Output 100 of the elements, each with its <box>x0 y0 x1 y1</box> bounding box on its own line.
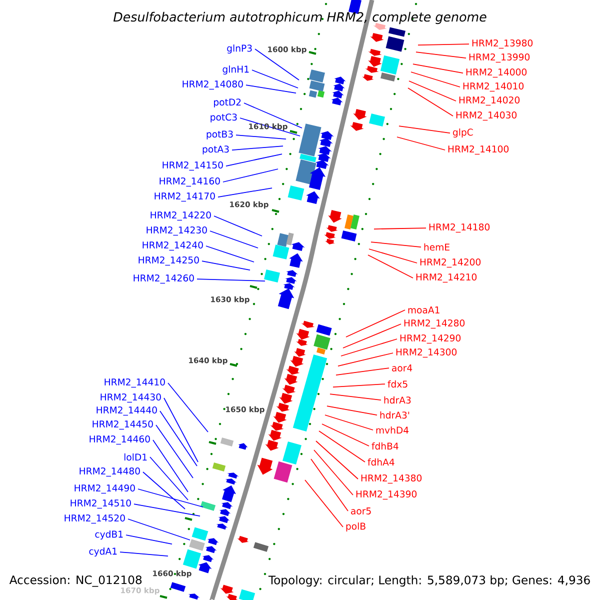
leader-line <box>342 324 402 348</box>
leader-line <box>128 518 190 540</box>
gene-label: hdrA3' <box>380 411 410 419</box>
gene-label: polB <box>346 522 366 532</box>
gene-label: HRM2_14020 <box>459 96 520 106</box>
leader-line <box>330 394 382 400</box>
gene-label: hemE <box>424 243 450 251</box>
leader-line <box>368 254 414 278</box>
gene-label: HRM2_14430 <box>100 393 161 403</box>
leader-line <box>314 450 354 496</box>
gene-label: HRM2_14410 <box>104 378 165 388</box>
gene-label: HRM2_14380 <box>361 474 422 484</box>
leader-line <box>236 134 286 140</box>
gene-label: HRM2_14200 <box>420 258 481 268</box>
leader-line <box>322 424 370 446</box>
leader-line <box>226 154 282 166</box>
leader-line <box>218 188 272 198</box>
gene-label: fdhA4 <box>368 458 394 466</box>
leader-line <box>244 102 302 128</box>
gene-label: HRM2_14030 <box>456 111 517 121</box>
gene-label: HRM2_14080 <box>182 80 243 90</box>
leader-line <box>340 338 398 356</box>
gene-label: HRM2_14260 <box>134 274 194 284</box>
gene-label: HRM2_14210 <box>416 273 477 283</box>
gene-label: aor5 <box>351 508 371 514</box>
leader-line <box>408 80 456 102</box>
gene-label: HRM2_14240 <box>142 241 203 251</box>
leader-line <box>416 52 466 58</box>
leader-line <box>338 352 394 366</box>
gene-label: potB3 <box>206 130 233 140</box>
gene-label: HRM2_14250 <box>138 256 199 266</box>
gene-label: potC3 <box>210 114 237 122</box>
accession-text: Accession: NC_012108 <box>9 575 142 587</box>
gene-label: potD2 <box>214 98 241 108</box>
leader-line <box>408 88 454 116</box>
title: Desulfobacterium autotrophicum HRM2, complete genome <box>113 12 486 24</box>
gene-label: HRM2_14450 <box>92 420 153 430</box>
leader-line <box>152 440 188 492</box>
gene-label: HRM2_14280 <box>404 319 465 329</box>
leader-line <box>222 168 278 182</box>
leader-line <box>336 368 390 376</box>
gene-label: HRM2_13980 <box>472 39 533 49</box>
leader-line <box>156 424 194 478</box>
gene-label: HRM2_14480 <box>80 467 140 477</box>
leader-line <box>210 230 258 248</box>
gene-label: hdrA3 <box>384 396 411 404</box>
leader-line <box>120 552 168 556</box>
gene-label: HRM2_14170 <box>154 192 215 202</box>
leader-line <box>318 430 366 462</box>
gene-label: HRM2_14440 <box>96 406 157 416</box>
gene-label: cydB1 <box>95 530 123 540</box>
gene-label: HRM2_14150 <box>162 161 223 171</box>
gene-label: HRM2_14000 <box>466 68 527 78</box>
leader-line <box>324 414 374 430</box>
leader-line <box>246 84 296 94</box>
leader-line <box>168 382 208 432</box>
leader-line <box>164 398 198 462</box>
leader-line <box>316 440 358 480</box>
gene-label: HRM2_13990 <box>469 53 530 63</box>
gene-label: HRM2_14100 <box>448 145 509 155</box>
leader-line <box>412 64 464 74</box>
leader-line <box>410 72 460 88</box>
gene-label: HRM2_14230 <box>146 226 207 236</box>
gene-label: HRM2_14180 <box>429 223 490 233</box>
leader-line <box>346 310 406 338</box>
leader-line <box>254 48 300 80</box>
gene-label: HRM2_14520 <box>64 514 125 524</box>
leader-line <box>138 488 204 508</box>
gene-label: HRM2_14510 <box>70 499 131 509</box>
gene-label: HRM2_14390 <box>356 490 417 500</box>
leader-line <box>304 480 344 528</box>
leader-line <box>396 136 446 150</box>
gene-label: HRM2_14220 <box>150 211 211 221</box>
leader-line <box>202 260 250 270</box>
leader-line <box>310 458 348 512</box>
leader-line <box>134 504 200 516</box>
gene-label: fdhB4 <box>372 442 398 450</box>
gene-label: HRM2_14290 <box>400 334 461 344</box>
leader-line <box>126 534 172 544</box>
gene-label: cydA1 <box>89 548 117 556</box>
leader-line <box>374 228 426 230</box>
gene-label: HRM2_14010 <box>463 82 524 92</box>
gene-label: glpC <box>452 128 473 138</box>
gene-label: lolD1 <box>124 453 147 461</box>
gene-label: glnH1 <box>222 66 249 74</box>
leader-line <box>418 44 470 46</box>
leader-line <box>326 406 378 416</box>
leader-line <box>150 456 188 500</box>
leader-line <box>142 472 186 510</box>
gene-label: aor4 <box>392 364 412 372</box>
gene-label: HRM2_14490 <box>74 484 135 494</box>
gene-label: HRM2_14300 <box>396 348 457 358</box>
leader-line <box>332 384 386 388</box>
leader-line <box>160 410 198 466</box>
gene-label: potA3 <box>202 146 229 154</box>
leader-line <box>240 118 300 136</box>
leader-line <box>398 126 450 134</box>
leader-line <box>368 248 418 264</box>
gene-label: HRM2_14460 <box>90 435 150 445</box>
leader-line <box>252 70 298 88</box>
